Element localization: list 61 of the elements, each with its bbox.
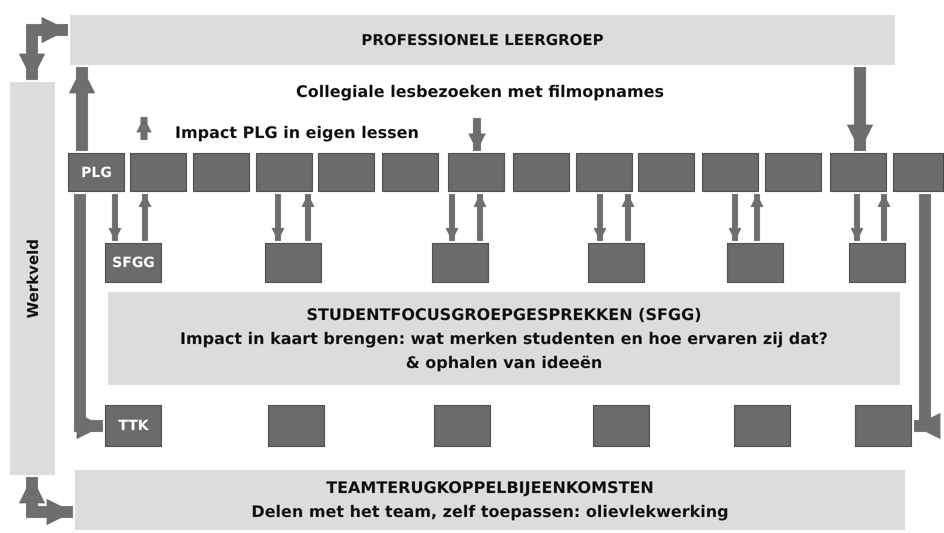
empty-box (593, 405, 650, 447)
banner (70, 15, 895, 65)
arrow (138, 194, 152, 241)
heading-text: Werkveld (24, 238, 42, 318)
heading-text: STUDENTFOCUSGROEPGESPREKKEN (SFGG) (306, 304, 702, 326)
empty-box (849, 243, 906, 283)
empty-box (318, 153, 375, 192)
empty-box (193, 153, 250, 192)
empty-box (382, 153, 439, 192)
body-text: Delen met het team, zelf toepassen: olievlekwerking (251, 501, 729, 523)
empty-box (448, 153, 505, 192)
body-text: Impact in kaart brengen: wat merken studenten en hoe ervaren zij dat? (180, 328, 828, 350)
body-text: & ophalen van ideeën (406, 352, 602, 374)
arrow (74, 194, 103, 440)
arrow (271, 194, 285, 241)
arrow (68, 67, 96, 151)
empty-box (432, 243, 489, 283)
banner (108, 292, 900, 385)
empty-box (727, 243, 784, 283)
arrow (18, 477, 73, 526)
empty-box (588, 243, 645, 283)
annotation-text: Collegiale lesbezoeken met filmopnames (296, 82, 664, 101)
empty-box (734, 405, 791, 447)
empty-box (513, 153, 570, 192)
arrow (473, 194, 487, 241)
empty-box (765, 153, 822, 192)
arrow (728, 194, 742, 241)
empty-box (256, 153, 313, 192)
empty-box (830, 153, 887, 192)
heading-text: SFGG (112, 255, 155, 271)
empty-box (702, 153, 759, 192)
arrow (301, 194, 315, 241)
banner (75, 470, 905, 530)
arrow (445, 194, 459, 241)
arrow (621, 194, 635, 241)
arrow (846, 67, 874, 151)
arrow (468, 118, 486, 151)
empty-box (265, 243, 322, 283)
arrow (750, 194, 764, 241)
empty-box (638, 153, 695, 192)
empty-box (130, 153, 187, 192)
empty-box (434, 405, 491, 447)
arrow (914, 194, 940, 440)
banner (10, 82, 55, 475)
empty-box (576, 153, 633, 192)
arrow (850, 194, 864, 241)
heading-text: PROFESSIONELE LEERGROEP (361, 31, 604, 49)
heading-text: TTK (118, 418, 149, 434)
process-box (105, 243, 162, 283)
arrow (877, 194, 891, 241)
empty-box (893, 153, 944, 192)
heading-text: TEAMTERUGKOPPELBIJEENKOMSTEN (326, 477, 654, 499)
heading-text: PLG (81, 164, 112, 180)
arrow (108, 194, 122, 241)
arrow (18, 16, 68, 80)
process-box (68, 153, 125, 192)
process-box (105, 405, 162, 447)
empty-box (268, 405, 325, 447)
annotation-text: Impact PLG in eigen lessen (175, 123, 419, 142)
arrow (593, 194, 607, 241)
empty-box (855, 405, 912, 447)
